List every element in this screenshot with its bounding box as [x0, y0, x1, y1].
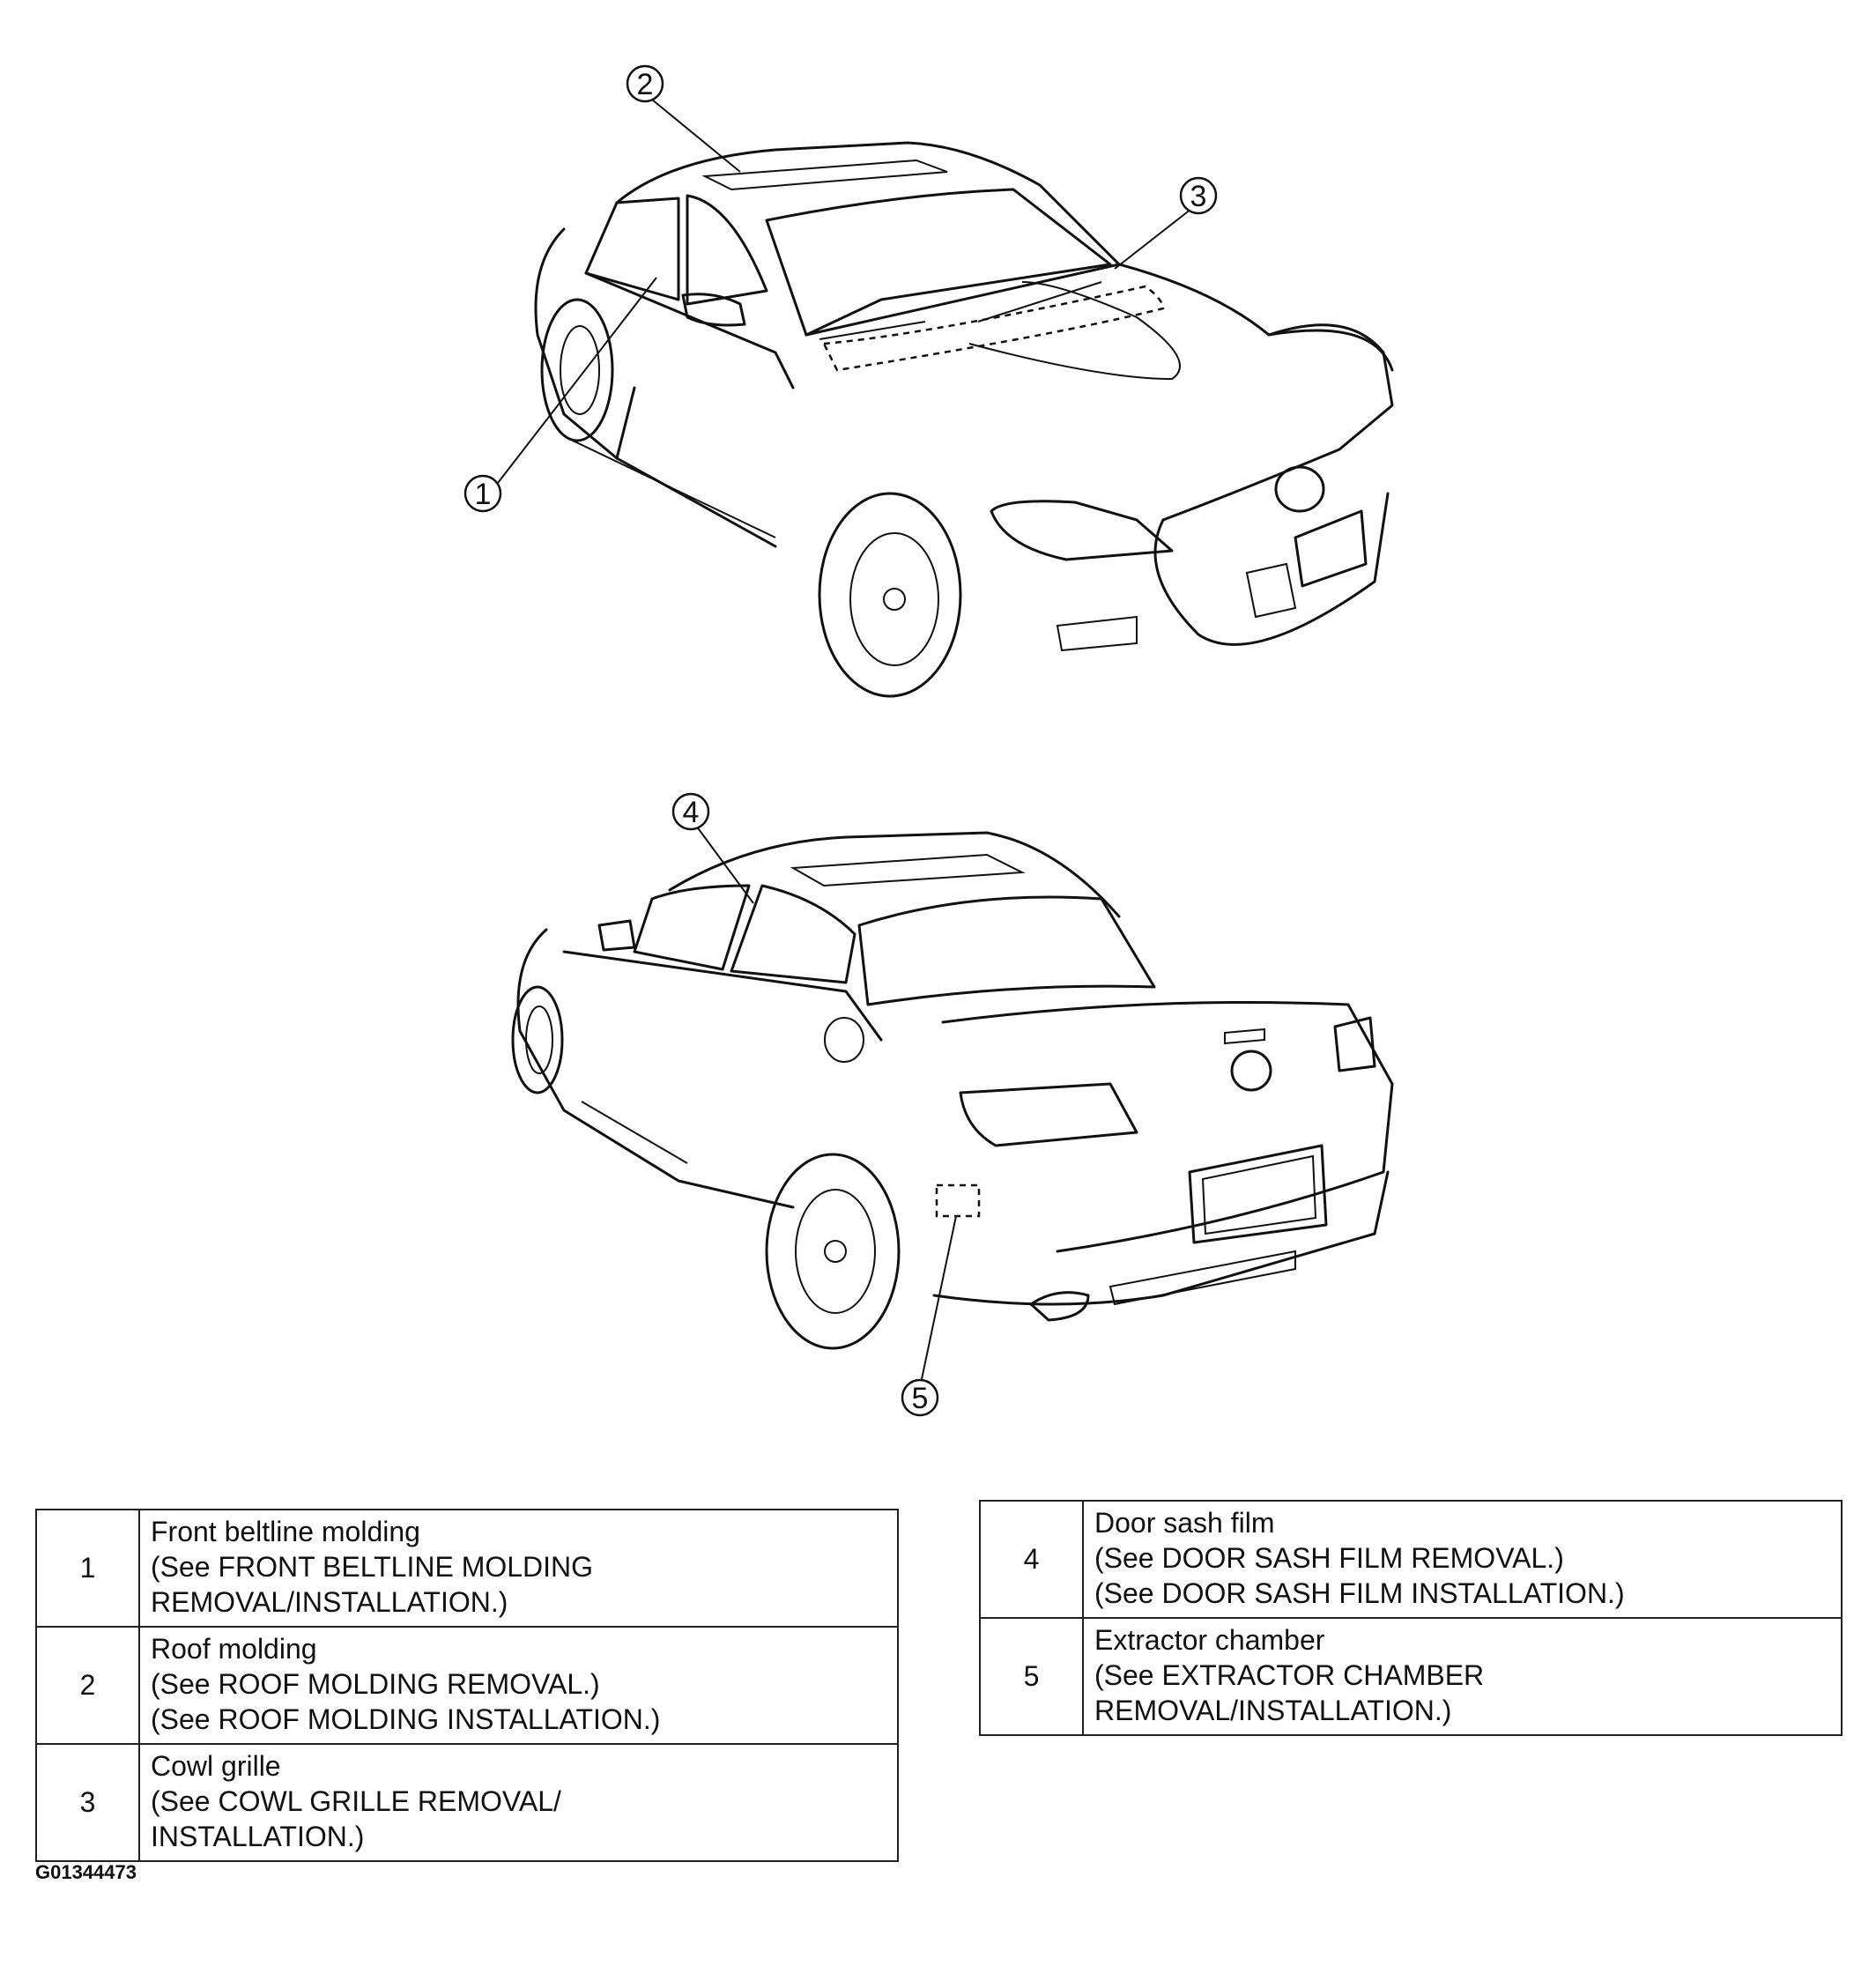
legend-table-left: 1 Front beltline molding (See FRONT BELT… — [35, 1509, 899, 1862]
figure-id: G01344473 — [35, 1861, 137, 1883]
callout-4-label: 4 — [683, 796, 700, 829]
table-row: 1 Front beltline molding (See FRONT BELT… — [35, 1509, 899, 1628]
callout-3: 3 — [1179, 176, 1218, 215]
callout-1-label: 1 — [475, 478, 492, 511]
callout-2: 2 — [626, 64, 664, 103]
front-car-drawing — [534, 141, 1394, 698]
table-row: 2 Roof molding (See ROOF MOLDING REMOVAL… — [35, 1626, 899, 1745]
car-illustration: 1 2 3 4 5 — [463, 64, 1394, 1417]
legend-description: Roof molding (See ROOF MOLDING REMOVAL.)… — [138, 1626, 899, 1745]
table-row: 3 Cowl grille (See COWL GRILLE REMOVAL/ … — [35, 1743, 899, 1862]
table-row: 4 Door sash film (See DOOR SASH FILM REM… — [979, 1500, 1843, 1619]
leader-lines — [497, 99, 1192, 1380]
legend-number: 2 — [35, 1626, 140, 1745]
legend-number: 1 — [35, 1509, 140, 1628]
callout-5-label: 5 — [912, 1382, 929, 1415]
legend-number: 3 — [35, 1743, 140, 1862]
legend-table-right: 4 Door sash film (See DOOR SASH FILM REM… — [979, 1500, 1843, 1736]
car-diagram-svg: 1 2 3 4 5 — [463, 64, 1394, 1417]
callout-3-label: 3 — [1190, 180, 1207, 213]
legend-description: Extractor chamber (See EXTRACTOR CHAMBER… — [1082, 1617, 1843, 1736]
table-row: 5 Extractor chamber (See EXTRACTOR CHAMB… — [979, 1617, 1843, 1736]
callout-1: 1 — [463, 474, 502, 513]
rear-car-drawing — [511, 831, 1394, 1350]
callout-5: 5 — [901, 1378, 939, 1417]
legend-number: 5 — [979, 1617, 1084, 1736]
callout-4: 4 — [671, 792, 710, 831]
legend-description: Front beltline molding (See FRONT BELTLI… — [138, 1509, 899, 1628]
legend-description: Door sash film (See DOOR SASH FILM REMOV… — [1082, 1500, 1843, 1619]
legend-description: Cowl grille (See COWL GRILLE REMOVAL/ IN… — [138, 1743, 899, 1862]
callout-2-label: 2 — [637, 68, 654, 101]
legend-number: 4 — [979, 1500, 1084, 1619]
